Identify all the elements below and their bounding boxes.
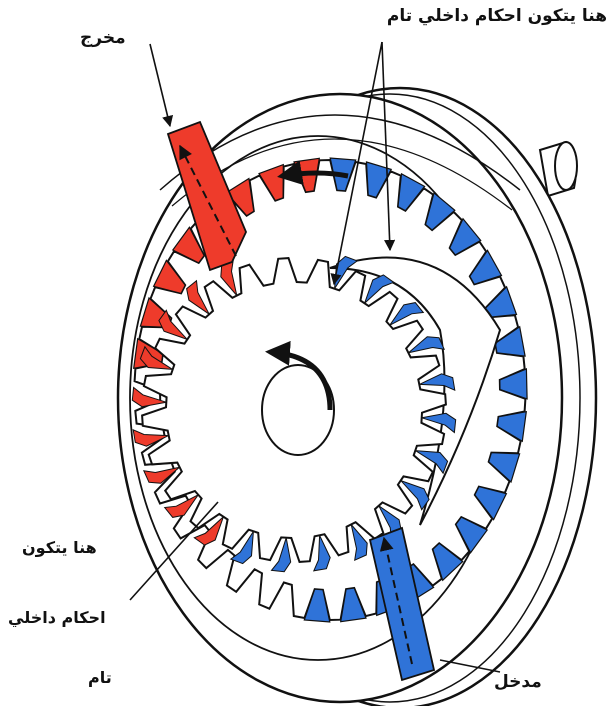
inlet-label: مدخل bbox=[494, 672, 542, 692]
full-seal-label-top: هنا يتكون احكام داخلي تام bbox=[387, 6, 607, 26]
full-seal-label-side-line2: احكام داخلي bbox=[8, 608, 106, 627]
full-seal-label-side-line1: هنا يتكون bbox=[22, 538, 97, 557]
full-seal-label-side-line3: تام bbox=[88, 668, 112, 687]
outlet-label: مخرج bbox=[80, 28, 126, 48]
